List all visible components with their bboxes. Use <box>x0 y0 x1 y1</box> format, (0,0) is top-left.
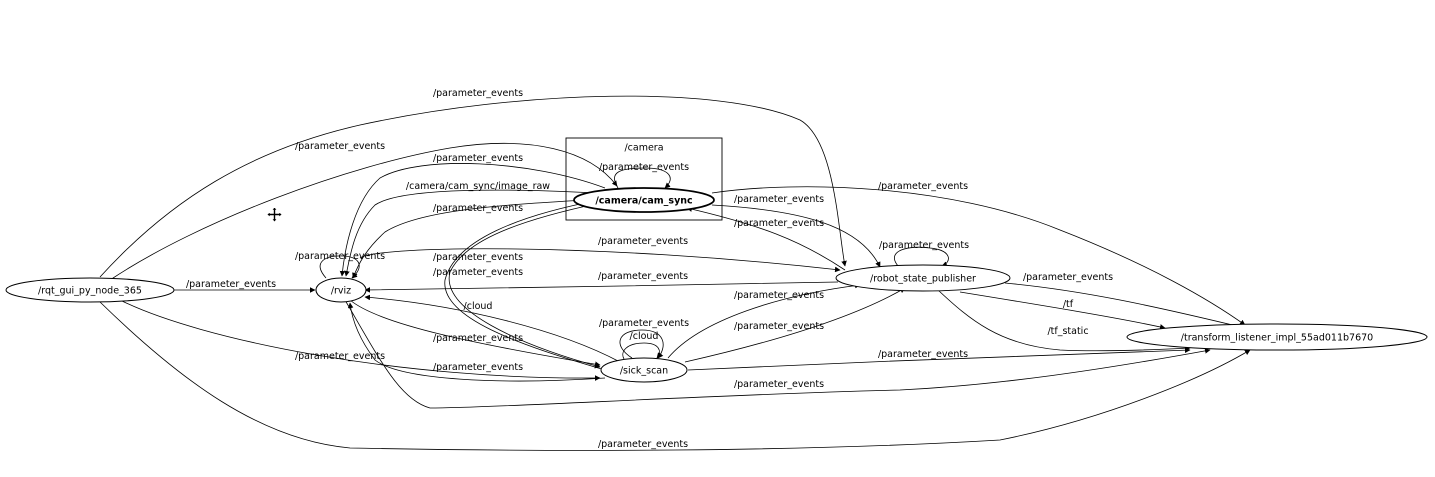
cluster-label: /camera <box>624 143 663 154</box>
edge-label: /parameter_events <box>878 181 968 192</box>
edge-rsp-tl[interactable] <box>1004 282 1246 330</box>
edge-label: /parameter_events <box>734 194 824 205</box>
edge-camsync-rsp-1[interactable] <box>711 204 881 268</box>
edge-sick-rviz-2[interactable] <box>347 302 606 382</box>
move-cursor-icon <box>266 206 283 223</box>
edge-label: /parameter_events <box>295 251 385 262</box>
node-cam-sync-label: /camera/cam_sync <box>595 196 692 207</box>
edge-label: /parameter_events <box>433 203 523 214</box>
edge-rsp-tl-tf[interactable] <box>959 291 1166 330</box>
node-rqt-gui[interactable]: /rqt_gui_py_node_365 <box>5 277 175 303</box>
node-transform-listener[interactable]: /transform_listener_impl_55ad011b7670 <box>1126 323 1428 351</box>
edge-camsync-rviz-1[interactable] <box>339 163 606 277</box>
edge-labels: /parameter_events /parameter_events /par… <box>186 88 1113 450</box>
edge-label: /camera/cam_sync/image_raw <box>406 181 550 192</box>
edge-label: /parameter_events <box>878 349 968 360</box>
edge-label: /parameter_events <box>433 153 523 164</box>
edge-label: /parameter_events <box>734 321 824 332</box>
edge-camsync-rviz-imageraw[interactable] <box>344 189 596 277</box>
edge-label: /parameter_events <box>599 162 689 173</box>
edge-label: /parameter_events <box>433 333 523 344</box>
edge-label: /parameter_events <box>295 141 385 152</box>
node-sick-scan[interactable]: /sick_scan <box>600 357 688 383</box>
node-robot-state-publisher-shape[interactable] <box>835 264 1011 292</box>
edge-camsync-sick-a[interactable] <box>448 202 601 369</box>
edge-label: /tf_static <box>1047 326 1088 337</box>
edge-rqt-rsp[interactable] <box>99 95 847 278</box>
edge-label: /parameter_events <box>734 290 824 301</box>
node-rqt-gui-shape[interactable] <box>5 277 175 303</box>
edge-rqt-tl[interactable] <box>99 301 1251 451</box>
node-rviz-shape[interactable] <box>315 277 367 303</box>
edge-rsp-camsync[interactable] <box>686 206 846 271</box>
edge-label: /parameter_events <box>1023 272 1113 283</box>
node-cam-sync-shape[interactable] <box>573 187 715 213</box>
edge-label: /parameter_events <box>598 271 688 282</box>
edge-sick-camsync[interactable] <box>444 198 606 371</box>
edge-label: /parameter_events <box>734 379 824 390</box>
edges <box>99 95 1251 451</box>
edge-label: /cloud <box>464 301 493 312</box>
edge-sick-rsp-1[interactable] <box>667 282 861 359</box>
edge-rqt-camsync[interactable] <box>109 143 618 281</box>
node-rqt-gui-label: /rqt_gui_py_node_365 <box>38 286 142 297</box>
edge-rviz-rsp-1[interactable] <box>359 248 841 273</box>
edge-label: /parameter_events <box>598 439 688 450</box>
edge-label: /parameter_events <box>295 351 385 362</box>
camera-cluster: /camera <box>565 137 723 221</box>
node-sick-scan-label: /sick_scan <box>620 366 668 377</box>
edge-sick-rviz-cloud[interactable] <box>364 294 621 363</box>
edge-label: /parameter_events <box>879 240 969 251</box>
node-rviz[interactable]: /rviz <box>315 277 367 303</box>
edge-camsync-self[interactable] <box>614 167 671 189</box>
node-rviz-label: /rviz <box>331 286 351 297</box>
node-sick-scan-shape[interactable] <box>600 357 688 383</box>
node-robot-state-publisher[interactable]: /robot_state_publisher <box>835 264 1011 292</box>
edge-label: /parameter_events <box>599 318 689 329</box>
edge-camsync-rviz-2[interactable] <box>352 199 586 279</box>
edge-label: /parameter_events <box>433 267 523 278</box>
node-transform-listener-shape[interactable] <box>1126 323 1428 351</box>
node-cam-sync[interactable]: /camera/cam_sync <box>573 187 715 213</box>
edge-rviz-tl[interactable] <box>344 299 1211 409</box>
edge-camsync-tl[interactable] <box>711 186 1246 326</box>
edge-label: /parameter_events <box>734 218 824 229</box>
edge-label: /parameter_events <box>186 279 276 290</box>
edge-label: /parameter_events <box>433 362 523 373</box>
edge-rqt-sick[interactable] <box>119 299 601 381</box>
edge-rviz-self[interactable] <box>319 255 360 279</box>
edge-rsp-rviz[interactable] <box>364 281 839 293</box>
edge-label: /parameter_events <box>433 88 523 99</box>
edge-label: /parameter_events <box>433 252 523 263</box>
edge-rsp-tl-tfstatic[interactable] <box>937 289 1191 352</box>
edge-rsp-self[interactable] <box>894 246 949 267</box>
edge-label: /cloud <box>630 331 659 342</box>
node-robot-state-publisher-label: /robot_state_publisher <box>870 274 976 285</box>
edge-label: /tf <box>1063 299 1074 310</box>
edge-sick-rsp-2[interactable] <box>684 287 906 363</box>
edge-sick-tl[interactable] <box>687 347 1191 371</box>
edge-rviz-sick-1[interactable] <box>349 299 601 367</box>
node-transform-listener-label: /transform_listener_impl_55ad011b7670 <box>1181 333 1373 344</box>
edge-sick-self-cloud[interactable] <box>622 342 663 360</box>
edge-label: /parameter_events <box>598 236 688 247</box>
